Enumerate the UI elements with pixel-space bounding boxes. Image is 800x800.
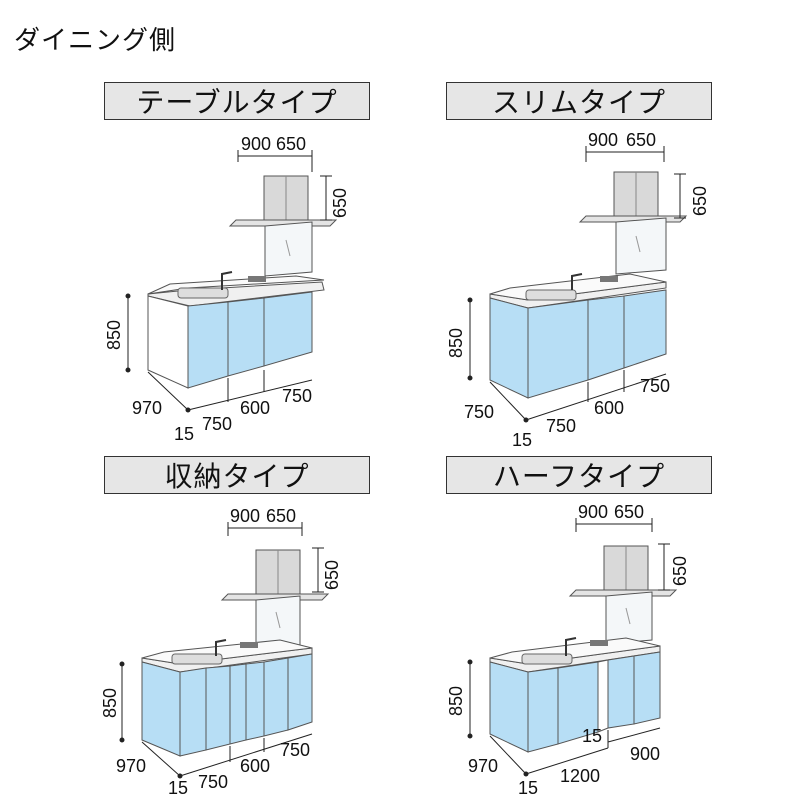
dim-depth: 970 bbox=[132, 398, 162, 418]
dim-w3: 900 bbox=[630, 744, 660, 764]
diagram-half-type: 900 650 650 850 970 15 1200 15 900 bbox=[446, 502, 690, 798]
dim-w2: 600 bbox=[594, 398, 624, 418]
panel-label-storage: 収納タイプ bbox=[104, 456, 370, 494]
dim-hood-w1: 900 bbox=[241, 134, 271, 154]
dim-w1: 1200 bbox=[560, 766, 600, 786]
dim-w1: 750 bbox=[202, 414, 232, 434]
diagram-slim-type: 900 650 650 850 750 15 750 600 750 bbox=[446, 130, 710, 450]
dim-w3: 750 bbox=[282, 386, 312, 406]
dim-w1: 750 bbox=[546, 416, 576, 436]
dim-w1: 750 bbox=[198, 772, 228, 792]
dim-w2: 600 bbox=[240, 756, 270, 776]
dim-height: 850 bbox=[446, 686, 466, 716]
dim-hood-w1: 900 bbox=[230, 506, 260, 526]
diagram-table-type: 900 650 650 850 970 15 750 600 750 bbox=[104, 134, 350, 444]
dim-w2: 600 bbox=[240, 398, 270, 418]
dim-overhang: 15 bbox=[168, 778, 188, 798]
panel-label-slim: スリムタイプ bbox=[446, 82, 712, 120]
panel-label-table: テーブルタイプ bbox=[104, 82, 370, 120]
diagram-storage-type: 900 650 650 850 970 15 750 600 750 bbox=[100, 506, 342, 798]
dim-w3: 750 bbox=[280, 740, 310, 760]
dim-hood-h: 650 bbox=[330, 188, 350, 218]
dim-hood-w1: 900 bbox=[588, 130, 618, 150]
dim-w2: 15 bbox=[582, 726, 602, 746]
dim-overhang: 15 bbox=[518, 778, 538, 798]
dim-height: 850 bbox=[104, 320, 124, 350]
dim-hood-w1: 900 bbox=[578, 502, 608, 522]
dim-depth: 970 bbox=[116, 756, 146, 776]
dim-hood-w2: 650 bbox=[276, 134, 306, 154]
page-title: ダイニング側 bbox=[14, 25, 177, 55]
panel-label-half: ハーフタイプ bbox=[446, 456, 712, 494]
dim-depth: 750 bbox=[464, 402, 494, 422]
dim-height: 850 bbox=[446, 328, 466, 358]
dim-hood-w2: 650 bbox=[266, 506, 296, 526]
dim-hood-h: 650 bbox=[322, 560, 342, 590]
dim-hood-h: 650 bbox=[690, 186, 710, 216]
dim-depth: 970 bbox=[468, 756, 498, 776]
dim-hood-w2: 650 bbox=[614, 502, 644, 522]
dim-hood-w2: 650 bbox=[626, 130, 656, 150]
dim-overhang: 15 bbox=[174, 424, 194, 444]
dim-height: 850 bbox=[100, 688, 120, 718]
dim-hood-h: 650 bbox=[670, 556, 690, 586]
dim-w3: 750 bbox=[640, 376, 670, 396]
dim-overhang: 15 bbox=[512, 430, 532, 450]
